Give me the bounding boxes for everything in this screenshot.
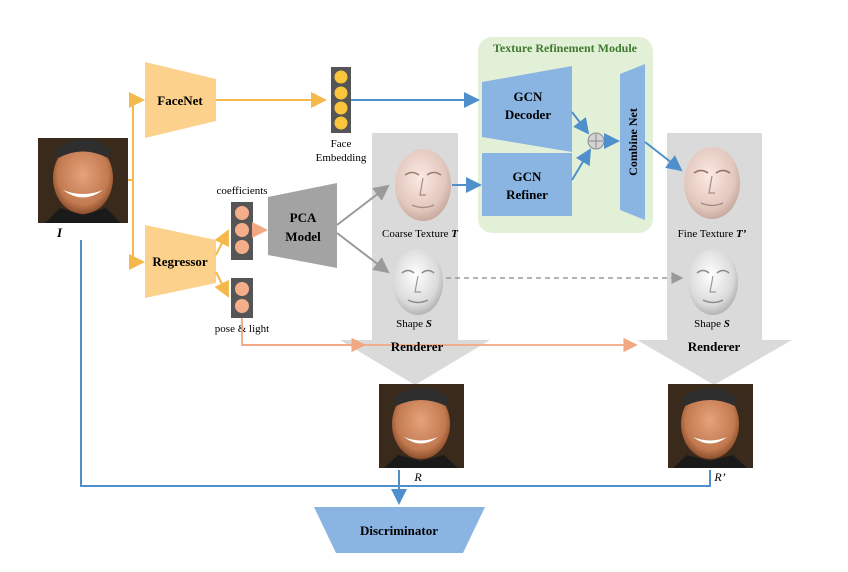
pca-to-shape-arrow (336, 232, 390, 274)
discriminator-label: Discriminator (360, 523, 438, 538)
pca-label-1: PCA (290, 210, 317, 225)
fine-texture-mesh (684, 147, 740, 219)
face-embedding-vector (331, 67, 351, 133)
rendered-face-left (379, 384, 464, 468)
discriminator-block (314, 507, 485, 553)
pca-model-block (268, 183, 337, 268)
regressor-to-coef-arrow (214, 229, 229, 256)
input-to-discriminator-line (80, 240, 711, 487)
shape-mesh-right (688, 249, 738, 315)
pca-label-2: Model (285, 229, 321, 244)
input-label: I (56, 225, 63, 240)
refiner-to-sum-arrow (571, 148, 592, 181)
pca-to-coarse-arrow (336, 184, 390, 226)
facenet-label: FaceNet (157, 93, 203, 108)
combine-to-fine-arrow (644, 141, 683, 172)
coarse-texture-label: Coarse Texture T (382, 228, 459, 240)
renderer-right-label: Renderer (688, 339, 741, 354)
renderer-left-label: Renderer (391, 339, 444, 354)
shape-left-label: Shape S (396, 318, 432, 330)
gcn-refiner-label-1: GCN (513, 169, 543, 184)
coefficients-label: coefficients (216, 185, 267, 197)
gcn-decoder-label-1: GCN (514, 89, 544, 104)
gcn-refiner-block (482, 153, 572, 216)
shape-right-label: Shape S (694, 318, 730, 330)
rendered-face-right (668, 384, 753, 468)
regressor-to-pose-arrow (214, 271, 229, 298)
face-embedding-label-1: Face (331, 138, 352, 150)
combine-net-label: Combine Net (626, 108, 640, 176)
decoder-to-sum-arrow (571, 111, 590, 135)
sum-node (587, 132, 605, 150)
render-r-label: R (413, 470, 422, 484)
render-r-prime-label: R’ (713, 470, 725, 484)
fine-texture-label: Fine Texture T’ (678, 228, 747, 240)
gcn-refiner-label-2: Refiner (506, 187, 548, 202)
shape-mesh-left (393, 249, 443, 315)
texture-module-title: Texture Refinement Module (493, 41, 638, 55)
gcn-decoder-block (482, 66, 572, 152)
coefficients-vector (231, 202, 253, 260)
regressor-label: Regressor (152, 254, 208, 269)
pose-light-vector (231, 278, 253, 318)
regressor-block (145, 225, 216, 298)
face-embedding-label-2: Embedding (316, 152, 367, 164)
facenet-block (145, 62, 216, 138)
coarse-texture-mesh (395, 149, 451, 221)
combine-net-block (620, 64, 645, 220)
input-face-image (38, 138, 128, 223)
gcn-decoder-label-2: Decoder (505, 107, 551, 122)
